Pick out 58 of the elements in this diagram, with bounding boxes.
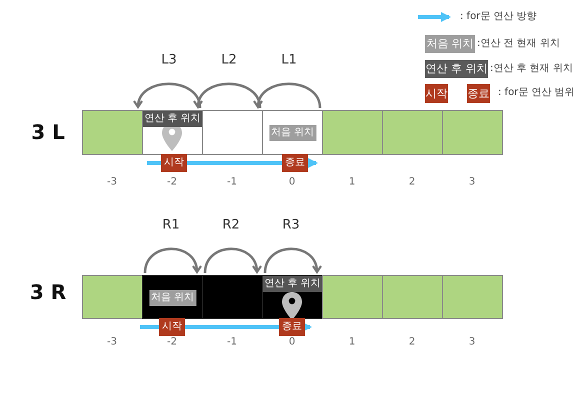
grid-cell xyxy=(442,275,503,319)
grid-cell xyxy=(262,275,323,319)
legend-text: :연산 전 현재 위치 xyxy=(477,37,560,51)
sample-text: 시작 xyxy=(425,86,448,102)
edge-label: L1 xyxy=(281,52,297,68)
edge-label: L3 xyxy=(161,52,177,68)
range-tag: 종료 xyxy=(282,154,308,172)
index-number: 3 xyxy=(468,176,476,188)
index-number: -2 xyxy=(167,176,177,188)
edge-label: R2 xyxy=(222,218,240,232)
index-number: -2 xyxy=(167,336,177,348)
legend-text: : for문 연산 범위 xyxy=(498,86,575,100)
index-number: 0 xyxy=(288,176,296,188)
grid-cell xyxy=(322,275,383,319)
row-label: 3 L xyxy=(31,120,65,144)
curved-arrow xyxy=(264,248,322,274)
grid-cell xyxy=(142,110,203,155)
index-number: -3 xyxy=(107,176,117,188)
range-tag: 시작 xyxy=(159,318,185,336)
position-tag: 연산 후 위치 xyxy=(262,276,323,292)
index-number: -3 xyxy=(107,336,117,348)
legend-text: :연산 후 현재 위치 xyxy=(490,62,573,76)
grid-cell xyxy=(202,110,263,155)
range-tag: 시작 xyxy=(161,154,187,172)
index-number: 1 xyxy=(348,176,356,188)
index-number: 2 xyxy=(408,336,416,348)
curved-arrow xyxy=(134,82,202,108)
grid-cell xyxy=(82,275,143,319)
curved-arrow xyxy=(254,82,322,108)
grid-cell xyxy=(82,110,143,155)
grid-cell xyxy=(262,110,323,155)
index-number: -1 xyxy=(227,176,237,188)
edge-label: R3 xyxy=(282,218,300,232)
edge-label: L2 xyxy=(221,52,237,68)
grid-cell xyxy=(142,275,203,319)
index-number: 3 xyxy=(468,336,476,348)
sample-text: 종료 xyxy=(467,86,490,102)
grid-cell xyxy=(382,275,443,319)
grid-cell xyxy=(202,275,263,319)
curved-arrow xyxy=(204,248,262,274)
curved-arrow xyxy=(194,82,262,108)
index-number: 0 xyxy=(288,336,296,348)
row-label: 3 R xyxy=(30,280,66,304)
index-number: -1 xyxy=(227,336,237,348)
sample-text: 처음 위치 xyxy=(425,36,475,52)
edge-label: R1 xyxy=(162,218,180,232)
sample-text: 연산 후 위치 xyxy=(425,61,488,77)
grid-cell xyxy=(442,110,503,155)
index-number: 1 xyxy=(348,336,356,348)
grid-cell xyxy=(322,110,383,155)
position-tag: 처음 위치 xyxy=(148,290,196,306)
range-tag: 종료 xyxy=(279,318,305,336)
index-number: 2 xyxy=(408,176,416,188)
position-tag: 연산 후 위치 xyxy=(142,111,203,127)
position-tag: 처음 위치 xyxy=(268,125,316,141)
grid-cell xyxy=(382,110,443,155)
curved-arrow xyxy=(144,248,202,274)
legend-text: : for문 연산 방향 xyxy=(460,10,537,24)
